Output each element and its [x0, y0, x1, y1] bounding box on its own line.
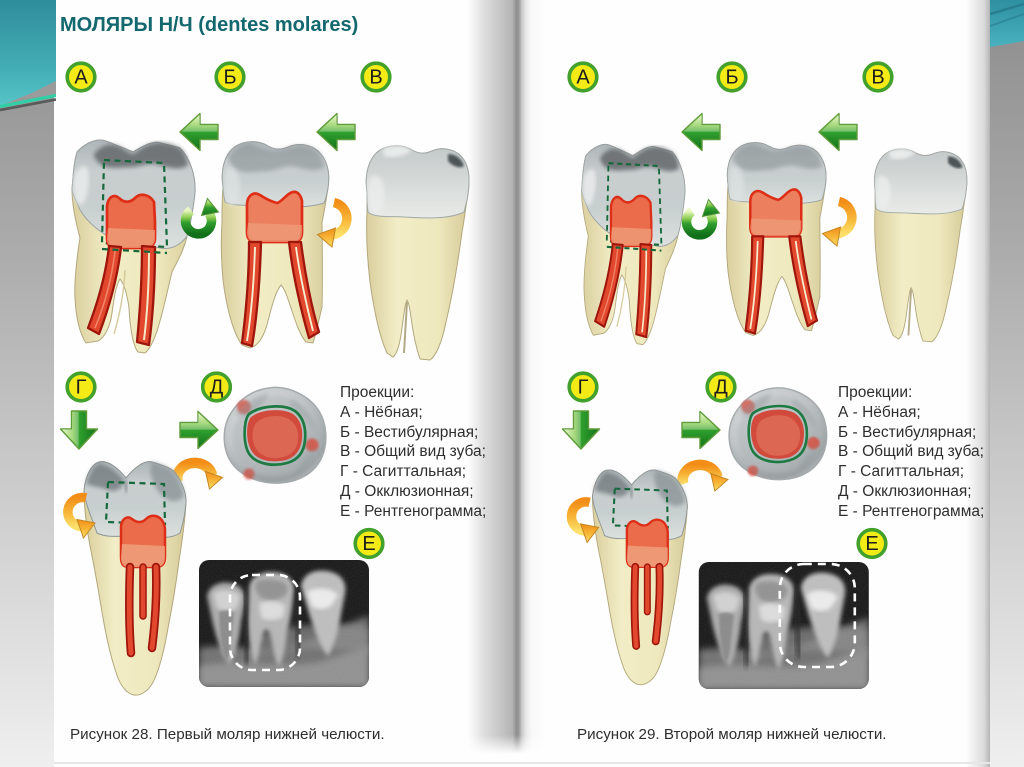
svg-text:А: А — [576, 67, 590, 89]
svg-text:Г: Г — [578, 377, 589, 399]
svg-text:Д: Д — [210, 377, 224, 399]
svg-text:Д: Д — [714, 377, 728, 399]
svg-text:Б: Б — [725, 67, 738, 89]
svg-text:Е: Е — [865, 533, 878, 555]
svg-text:А: А — [74, 67, 88, 89]
svg-text:Б: Б — [223, 67, 236, 89]
svg-text:В: В — [369, 67, 382, 89]
svg-text:Г: Г — [76, 377, 87, 399]
svg-text:Е: Е — [362, 533, 375, 555]
svg-text:В: В — [871, 67, 884, 89]
